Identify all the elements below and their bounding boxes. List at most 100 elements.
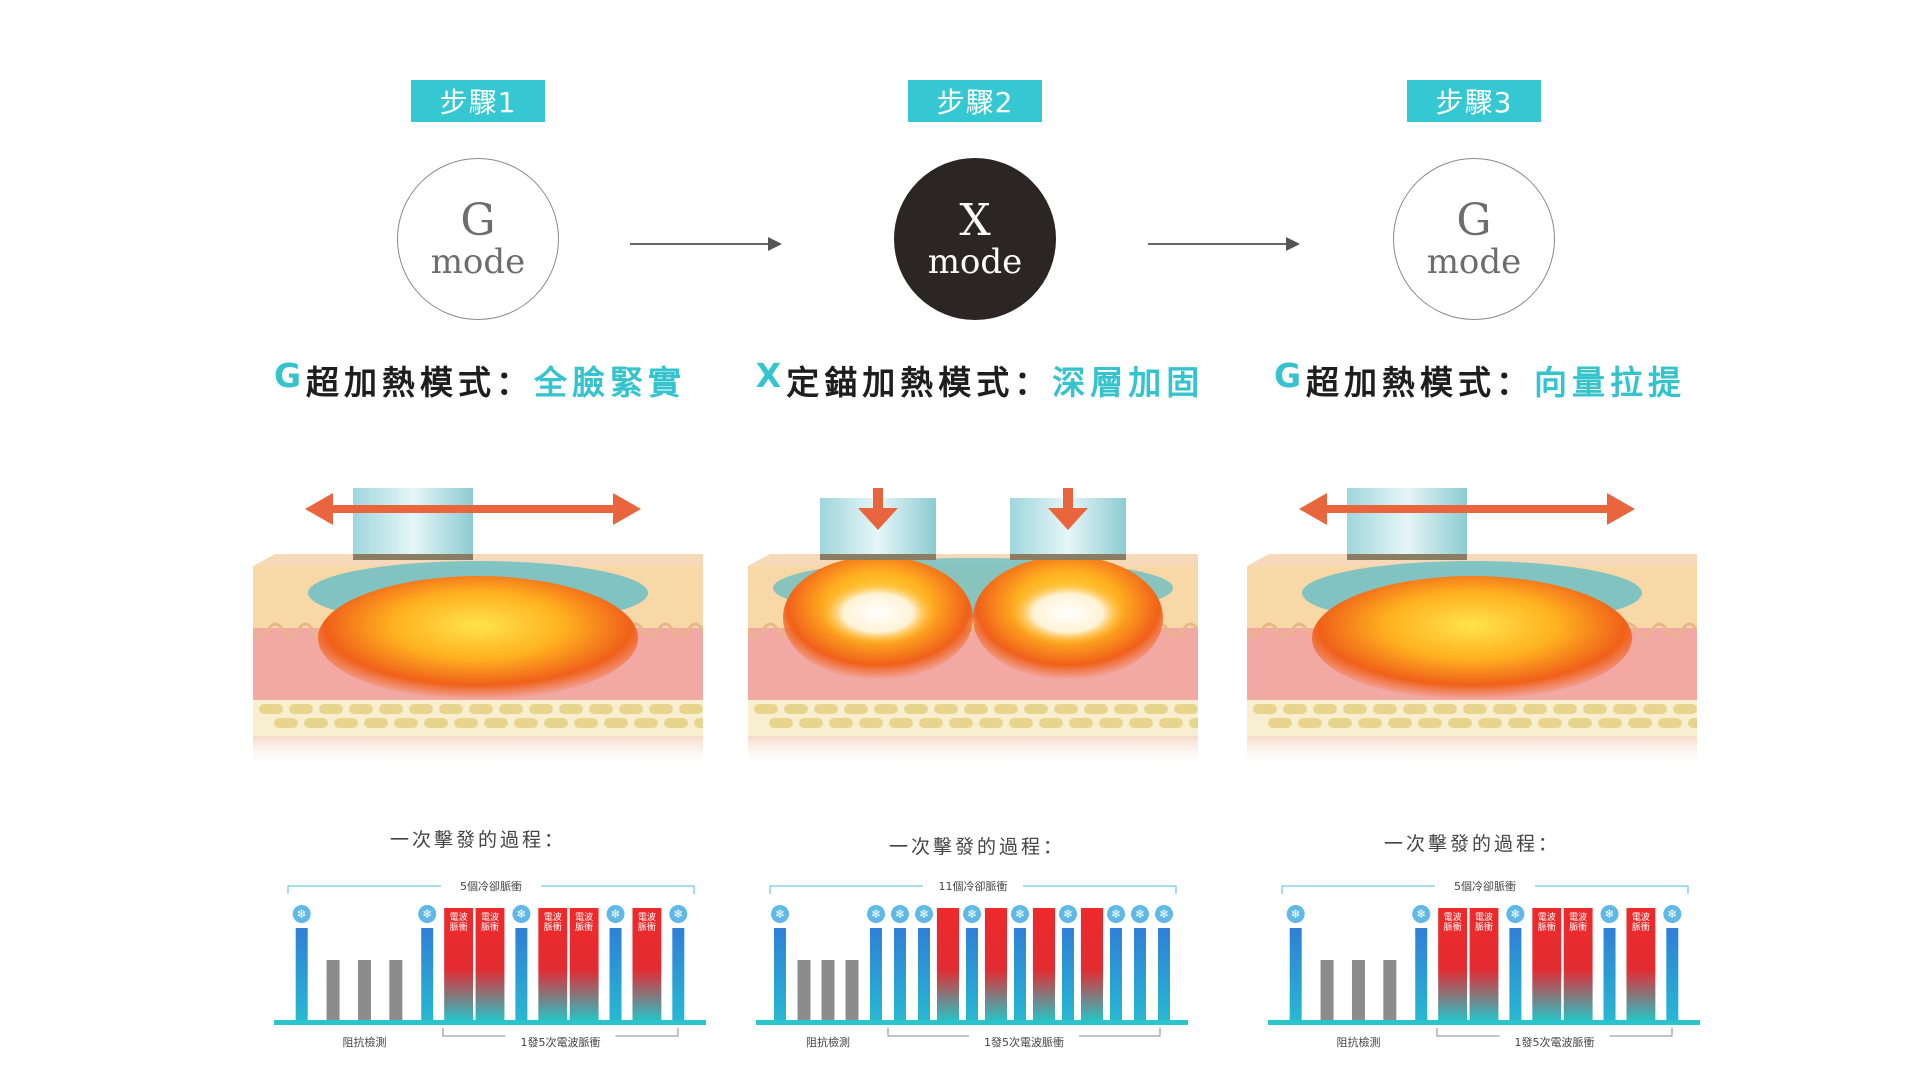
- fat-cell: [499, 704, 523, 714]
- fat-cell: [514, 718, 538, 728]
- cooling-pulse-bar: [1014, 928, 1026, 1020]
- snowflake-glyph: ❄: [871, 907, 881, 921]
- fat-cell: [1039, 718, 1063, 728]
- fat-cell: [484, 718, 508, 728]
- rf-pulse-bar-label: 電波: [575, 911, 593, 923]
- snowflake-icon: [512, 905, 531, 923]
- rf-pulse-bar-label: 脈衝: [481, 921, 499, 933]
- fat-cell: [1313, 704, 1337, 714]
- mode-letter: G: [460, 195, 496, 246]
- fat-cell: [1688, 718, 1697, 728]
- fat-cell: [1508, 718, 1532, 728]
- press-arrow-shaft: [1063, 488, 1073, 508]
- fat-cell: [844, 704, 868, 714]
- fat-cell: [1114, 704, 1138, 714]
- rf-pulse-bar: [1469, 908, 1499, 1020]
- snowflake-icon: [867, 905, 885, 923]
- mode-circle: X mode: [894, 158, 1056, 320]
- fat-cell: [814, 704, 838, 714]
- cooling-pulse-bar: [966, 928, 978, 1020]
- rf-pulse-bar: [1532, 908, 1562, 1020]
- rf-pulse-bar: [444, 908, 474, 1020]
- fat-cell: [1024, 704, 1048, 714]
- snowflake-glyph: ❄: [1015, 907, 1025, 921]
- arrow-right-icon: [768, 237, 782, 251]
- cooling-pulse-bar: [295, 928, 308, 1020]
- cooling-pulse-bar: [1509, 928, 1522, 1020]
- cooling-pulse-label: 5個冷卻脈衝: [1454, 879, 1516, 893]
- snowflake-glyph: ❄: [1416, 907, 1426, 921]
- step-2-column: 步驟2 X mode X 定錨加熱模式： 深層加固 一次擊發的過程： 11個冷卻…: [700, 0, 1260, 1080]
- mode-word: mode: [1426, 242, 1522, 282]
- step-badge: 步驟3: [1407, 80, 1541, 122]
- snowflake-glyph: ❄: [1111, 907, 1121, 921]
- fat-cell: [1388, 718, 1412, 728]
- pulse-count-label: 1發5次電波脈衝: [984, 1035, 1064, 1049]
- fat-cell: [259, 704, 283, 714]
- fat-cell: [349, 704, 373, 714]
- snowflake-glyph: ❄: [422, 907, 432, 921]
- fat-cell: [964, 704, 988, 714]
- fat-cell: [574, 718, 598, 728]
- impedance-bar: [326, 960, 340, 1020]
- fat-cell: [334, 718, 358, 728]
- fat-cell: [589, 704, 613, 714]
- fat-cell: [559, 704, 583, 714]
- fat-cell: [1613, 704, 1637, 714]
- fat-cell: [694, 718, 703, 728]
- rf-pulse-bar-label: 脈衝: [544, 921, 562, 933]
- snowflake-glyph: ❄: [673, 907, 683, 921]
- snowflake-icon: [1011, 905, 1029, 923]
- chart-baseline: [1268, 1020, 1700, 1025]
- fat-cell: [274, 718, 298, 728]
- press-arrow-shaft: [873, 488, 883, 508]
- heat-core: [820, 581, 936, 645]
- chart-baseline: [274, 1020, 706, 1025]
- snowflake-icon: [418, 905, 437, 923]
- mode-word: mode: [927, 242, 1023, 282]
- arrow-left-icon: [1299, 493, 1327, 525]
- snowflake-glyph: ❄: [1159, 907, 1169, 921]
- arrow-down-icon: [858, 508, 898, 530]
- rf-pulse-bar: [632, 908, 662, 1020]
- snowflake-glyph: ❄: [775, 907, 785, 921]
- snowflake-glyph: ❄: [967, 907, 977, 921]
- fat-cell: [1129, 718, 1153, 728]
- mode-title-prefix: X: [755, 356, 787, 395]
- fat-cell: [664, 718, 688, 728]
- skin-cross-section-illustration: [253, 488, 703, 768]
- rf-pulse-bar-label: 脈衝: [450, 921, 468, 933]
- fat-cell: [1568, 718, 1592, 728]
- process-title: 一次擊發的過程：: [389, 829, 566, 851]
- mode-circle: G mode: [397, 158, 559, 320]
- rf-pulse-bar: [475, 908, 505, 1020]
- cooling-pulse-bar: [1289, 928, 1302, 1020]
- fat-cell: [679, 704, 703, 714]
- fat-cell: [1598, 718, 1622, 728]
- fat-cell: [379, 704, 403, 714]
- fat-cell: [1328, 718, 1352, 728]
- rf-pulse-bar-label: 電波: [1444, 911, 1462, 923]
- fat-cell: [1463, 704, 1487, 714]
- snowflake-icon: [1059, 905, 1077, 923]
- cooling-pulse-bar: [1415, 928, 1428, 1020]
- rf-pulse-bar: [538, 908, 568, 1020]
- fat-cell: [604, 718, 628, 728]
- rf-pulse-bar-label: 電波: [1475, 911, 1493, 923]
- snowflake-icon: [606, 905, 625, 923]
- snowflake-icon: [669, 905, 688, 923]
- fat-cell: [469, 704, 493, 714]
- rf-pulse-bar-label: 脈衝: [638, 921, 656, 933]
- fat-cell: [1478, 718, 1502, 728]
- fat-cell: [934, 704, 958, 714]
- fat-cell: [979, 718, 1003, 728]
- fat-cell: [424, 718, 448, 728]
- cooling-pulse-bar: [1134, 928, 1146, 1020]
- mode-title-main: 超加熱模式：: [306, 363, 535, 402]
- rf-pulse-bar-label: 電波: [638, 911, 656, 923]
- fat-cell: [1418, 718, 1442, 728]
- snowflake-glyph: ❄: [1291, 907, 1301, 921]
- impedance-bar: [1383, 960, 1397, 1020]
- cooling-pulse-label: 11個冷卻脈衝: [939, 879, 1008, 893]
- arrow-right-icon: [1607, 493, 1635, 525]
